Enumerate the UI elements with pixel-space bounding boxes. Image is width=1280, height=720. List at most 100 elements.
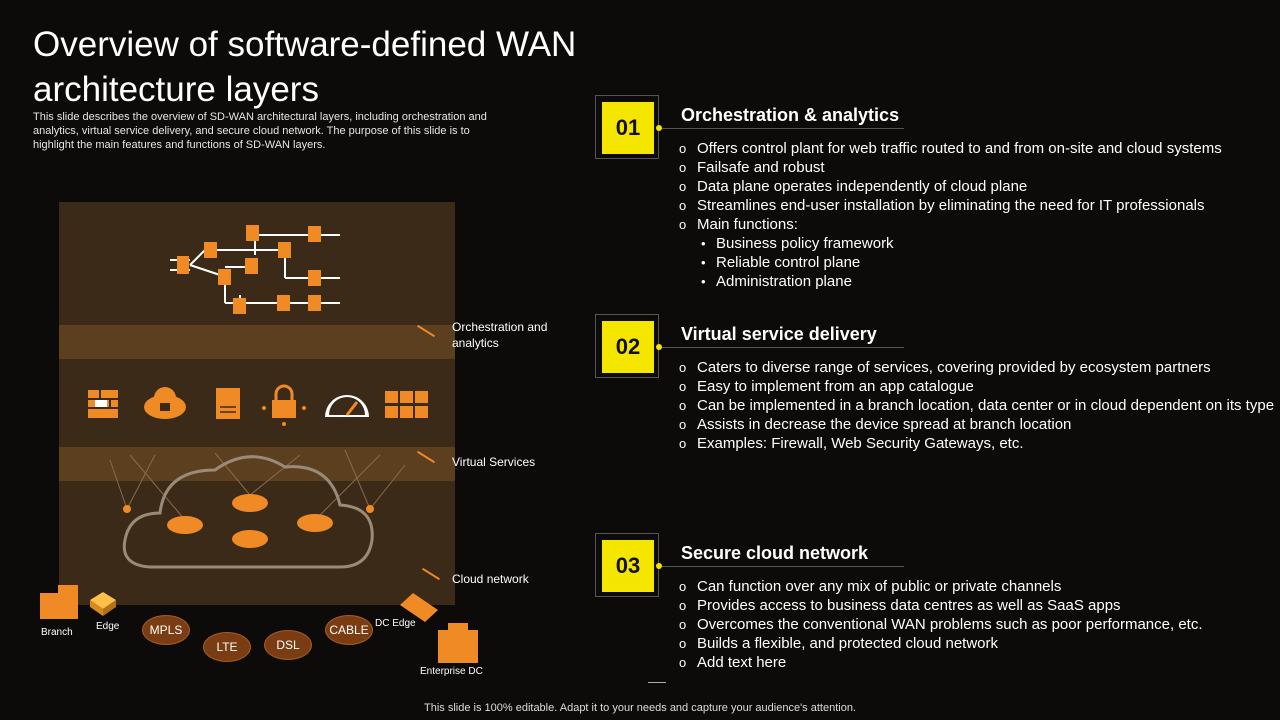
bullet-item: o Failsafe and robust	[679, 158, 1279, 177]
bullet-marker: o	[679, 617, 687, 632]
bullet-marker: o	[679, 598, 687, 613]
connector-dot	[656, 125, 662, 131]
item-title: Orchestration & analytics	[681, 105, 900, 125]
item-number: 02	[602, 321, 654, 373]
bullet-marker: •	[701, 274, 706, 289]
layer-label-cloud: Cloud network	[452, 572, 529, 586]
bullet-text: Add text here	[697, 654, 787, 671]
apps-grid-icon	[385, 391, 428, 418]
layer-label-orchestration: Orchestration and analytics	[452, 320, 548, 350]
number-box: 03	[595, 533, 659, 597]
bullet-marker: o	[679, 160, 687, 175]
bullet-text: Main functions:	[697, 216, 798, 233]
firewall-icon	[88, 390, 118, 418]
network-lock-icon	[262, 384, 306, 426]
link-cable: CABLE	[325, 615, 373, 645]
bullet-marker: o	[679, 379, 687, 394]
bullet-marker: o	[679, 417, 687, 432]
bullet-item: o Builds a flexible, and protected cloud …	[679, 634, 1279, 653]
bullet-item: o Streamlines end-user installation by el…	[679, 196, 1279, 215]
enterprise-dc-building-icon	[438, 623, 478, 663]
item-title: Secure cloud network	[681, 543, 869, 563]
sub-bullet-item: • Administration plane	[679, 272, 1279, 291]
bullet-item: o Examples: Firewall, Web Security Gatewa…	[679, 434, 1279, 453]
sdwan-diagram: Orchestration and analytics Virtual Serv…	[0, 195, 560, 695]
link-mpls: MPLS	[142, 615, 190, 645]
bullet-marker: •	[701, 255, 706, 270]
number-box: 02	[595, 314, 659, 378]
bullet-text: Can function over any mix of public or p…	[697, 578, 1062, 595]
edge-device-icon	[90, 592, 116, 616]
bullet-marker: o	[679, 655, 687, 670]
orchestration-band	[59, 325, 455, 359]
sub-bullet-item: • Reliable control plane	[679, 253, 1279, 272]
bullet-marker: •	[701, 236, 706, 251]
bullet-text: Examples: Firewall, Web Security Gateway…	[697, 435, 1024, 452]
branch-label: Branch	[41, 627, 73, 638]
bullet-item: o Assists in decrease the device spread a…	[679, 415, 1279, 434]
bullet-item: o Data plane operates independently of cl…	[679, 177, 1279, 196]
document-icon	[216, 388, 240, 419]
link-dsl: DSL	[264, 630, 312, 660]
bullet-item: o Main functions:	[679, 215, 1279, 234]
bullet-text: Business policy framework	[716, 235, 894, 252]
bullet-text: Can be implemented in a branch location,…	[697, 397, 1275, 414]
bullet-marker: o	[679, 179, 687, 194]
bullet-text: Caters to diverse range of services, cov…	[697, 359, 1211, 376]
connector-line	[656, 563, 904, 569]
bullet-text: Failsafe and robust	[697, 159, 825, 176]
bullet-marker: o	[679, 436, 687, 451]
diagram-graphics	[40, 225, 478, 663]
speedometer-icon	[325, 395, 369, 417]
bullet-item: o Caters to diverse range of services, co…	[679, 358, 1279, 377]
link-lte: LTE	[203, 632, 251, 662]
orchestration-nodes	[177, 225, 321, 314]
bullet-item: o Add text here	[679, 653, 1279, 672]
bullet-list: o Caters to diverse range of services, co…	[679, 358, 1279, 453]
bullet-item: o Overcomes the conventional WAN problems…	[679, 615, 1279, 634]
bullet-text: Builds a flexible, and protected cloud n…	[697, 635, 999, 652]
services-band	[59, 447, 455, 481]
bullet-item: o Easy to implement from an app catalogue	[679, 377, 1279, 396]
bullet-item: o Can function over any mix of public or …	[679, 577, 1279, 596]
bullet-text: Administration plane	[716, 273, 852, 290]
bullet-marker: o	[679, 579, 687, 594]
dc-edge-label: DC Edge	[375, 618, 416, 629]
bullet-list: o Can function over any mix of public or …	[679, 577, 1279, 672]
bullet-text: Reliable control plane	[716, 254, 861, 271]
item-number: 03	[602, 540, 654, 592]
bullet-marker: o	[679, 398, 687, 413]
item-number: 01	[602, 102, 654, 154]
footer-note: This slide is 100% editable. Adapt it to…	[424, 702, 856, 714]
bullet-marker: o	[679, 141, 687, 156]
bullet-text: Provides access to business data centres…	[697, 597, 1121, 614]
dc-edge-device-icon	[400, 593, 438, 622]
bullet-text: Easy to implement from an app catalogue	[697, 378, 974, 395]
connector-dot	[656, 563, 662, 569]
bullet-marker: o	[679, 636, 687, 651]
bullet-text: Assists in decrease the device spread at…	[697, 416, 1072, 433]
bullet-marker: o	[679, 360, 687, 375]
bullet-marker: o	[679, 217, 687, 232]
connector-line	[656, 344, 904, 350]
enterprise-dc-label: Enterprise DC	[420, 666, 483, 677]
item-title: Virtual service delivery	[681, 324, 877, 344]
bullet-text: Overcomes the conventional WAN problems …	[697, 616, 1203, 633]
cloud-network-icon	[109, 449, 406, 569]
bullet-text: Data plane operates independently of clo…	[697, 178, 1028, 195]
page-title: Overview of software-defined WAN archite…	[33, 25, 577, 109]
connector-line	[656, 125, 904, 131]
layer-label-services: Virtual Services	[452, 455, 536, 469]
bullet-marker: o	[679, 198, 687, 213]
branch-building-icon	[40, 585, 78, 619]
footer-divider	[648, 682, 666, 683]
sub-bullet-item: • Business policy framework	[679, 234, 1279, 253]
edge-label: Edge	[96, 621, 120, 632]
connector-dot	[656, 344, 662, 350]
cloud-lock-icon	[144, 387, 186, 419]
number-box: 01	[595, 95, 659, 159]
bullet-text: Streamlines end-user installation by eli…	[697, 197, 1205, 214]
bullet-item: o Can be implemented in a branch location…	[679, 396, 1279, 415]
